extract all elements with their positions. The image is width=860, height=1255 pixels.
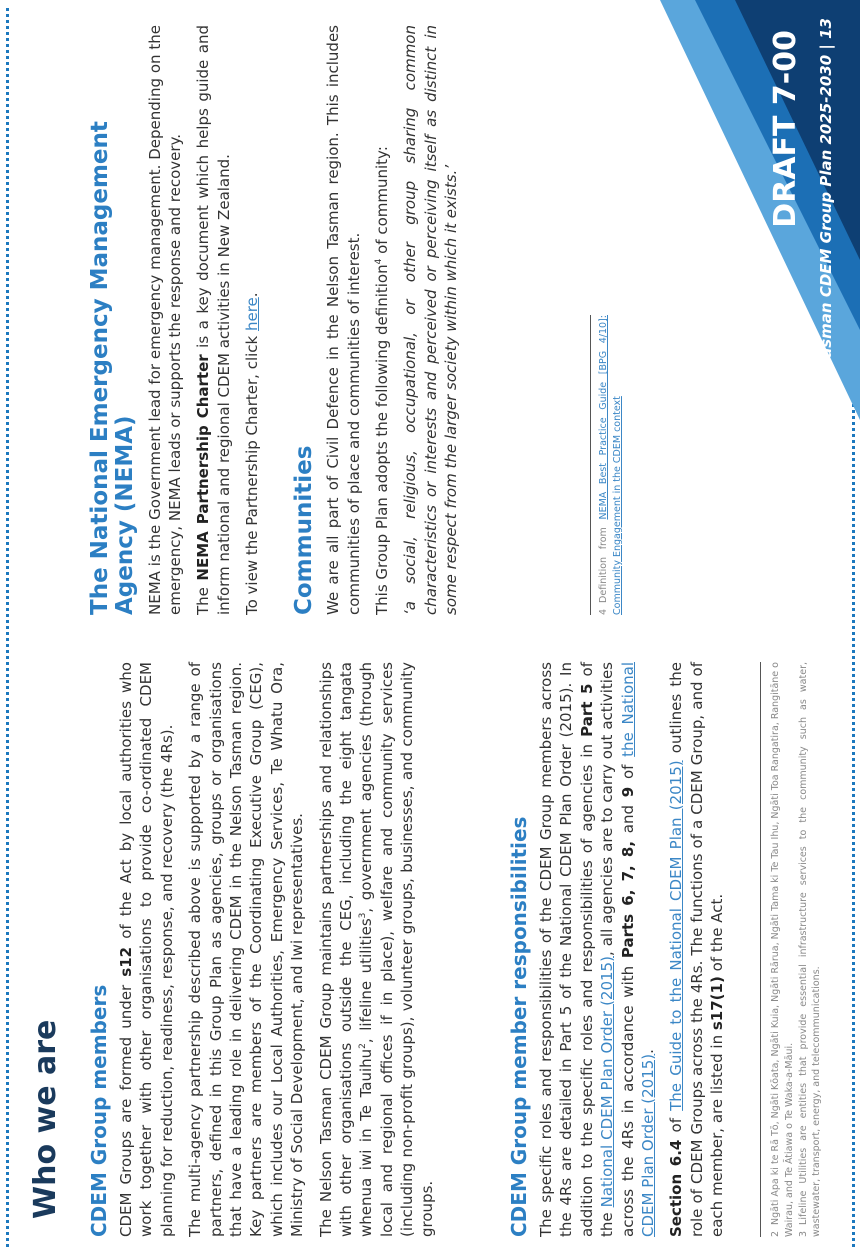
page-title: Who we are	[28, 1019, 63, 1219]
cdem-members-heading: CDEM Group members	[87, 984, 111, 1237]
partnership-charter-link[interactable]: here	[243, 297, 262, 332]
corner-banner-graphic	[660, 0, 860, 420]
communities-paragraph-1: We are all part of Civil Defence in the …	[324, 25, 363, 615]
cdem-members-paragraph-3: The Nelson Tasman CDEM Group maintains p…	[316, 662, 437, 1237]
cdem-group-members-section: CDEM Group members CDEM Groups are forme…	[87, 662, 446, 1237]
national-cdem-plan-order-link[interactable]: National CDEM Plan Order (2015)	[598, 956, 617, 1208]
nema-paragraph-1: NEMA is the Government lead for emergenc…	[145, 25, 184, 615]
footnote-3: 3Lifeline Utilities are entities that pr…	[797, 662, 823, 1237]
member-responsibilities-section: CDEM Group member responsibilities The s…	[507, 662, 736, 1237]
nema-section: The National Emergency Management Agency…	[87, 24, 271, 615]
guide-national-cdem-plan-link[interactable]: The Guide to the National CDEM Plan (201…	[667, 760, 686, 1111]
nema-paragraph-3: To view the Partnership Charter, click h…	[243, 292, 262, 615]
nema-paragraph-2: The NEMA Partnership Charter is a key do…	[194, 24, 233, 615]
communities-section: Communities We are all part of Civil Def…	[291, 25, 470, 615]
cdem-members-paragraph-2: The multi-agency partnership described a…	[186, 662, 307, 1237]
communities-paragraph-2: This Group Plan adopts the following def…	[373, 146, 392, 615]
community-definition-quote: ‘a social, religious, occupational, or o…	[401, 25, 461, 615]
draft-label: DRAFT 7-00	[768, 30, 803, 228]
responsibilities-paragraph-2: Section 6.4 of The Guide to the National…	[667, 662, 727, 1237]
footnote-4: 4Definition from NEMA Best Practice Guid…	[590, 315, 625, 615]
responsibilities-paragraph-1: The specific roles and responsibilities …	[537, 662, 657, 1237]
responsibilities-heading: CDEM Group member responsibilities	[507, 816, 531, 1237]
banner-band-dark	[735, 0, 860, 260]
nema-heading: The National Emergency Management Agency…	[87, 121, 139, 615]
cdem-members-paragraph-1: CDEM Groups are formed under s12 of the …	[117, 662, 176, 1237]
dotted-border-top	[6, 8, 9, 1247]
footnotes-left: 2Ngāti Apa ki te Rā Tō, Ngāti Kōata, Ngā…	[760, 662, 825, 1237]
footnote-2: 2Ngāti Apa ki te Rā Tō, Ngāti Kōata, Ngā…	[770, 662, 795, 1237]
communities-heading: Communities	[291, 445, 317, 615]
page-footer: Nelson Tasman CDEM Group Plan 2025-2030 …	[817, 18, 835, 430]
